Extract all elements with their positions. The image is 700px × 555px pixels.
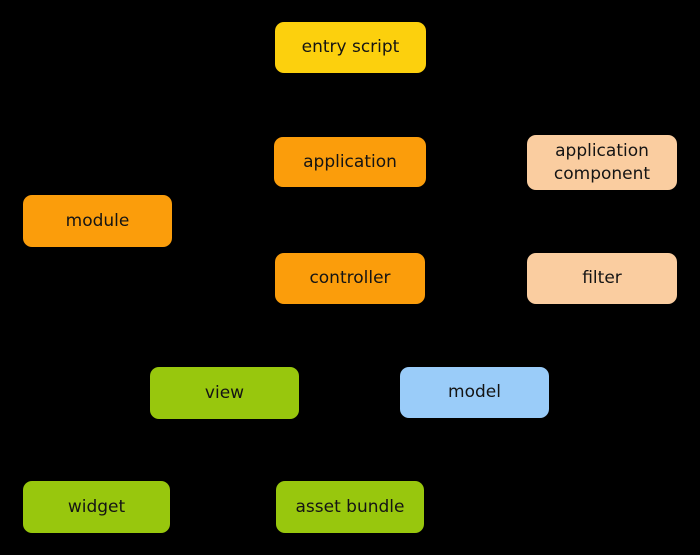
node-entry-script: entry script (275, 22, 426, 73)
node-application: application (274, 137, 426, 187)
node-view: view (150, 367, 299, 419)
node-controller: controller (275, 253, 425, 304)
node-application-component: application component (527, 135, 677, 190)
node-module: module (23, 195, 172, 247)
node-asset-bundle: asset bundle (276, 481, 424, 533)
node-filter: filter (527, 253, 677, 304)
node-widget: widget (23, 481, 170, 533)
node-model: model (400, 367, 549, 418)
